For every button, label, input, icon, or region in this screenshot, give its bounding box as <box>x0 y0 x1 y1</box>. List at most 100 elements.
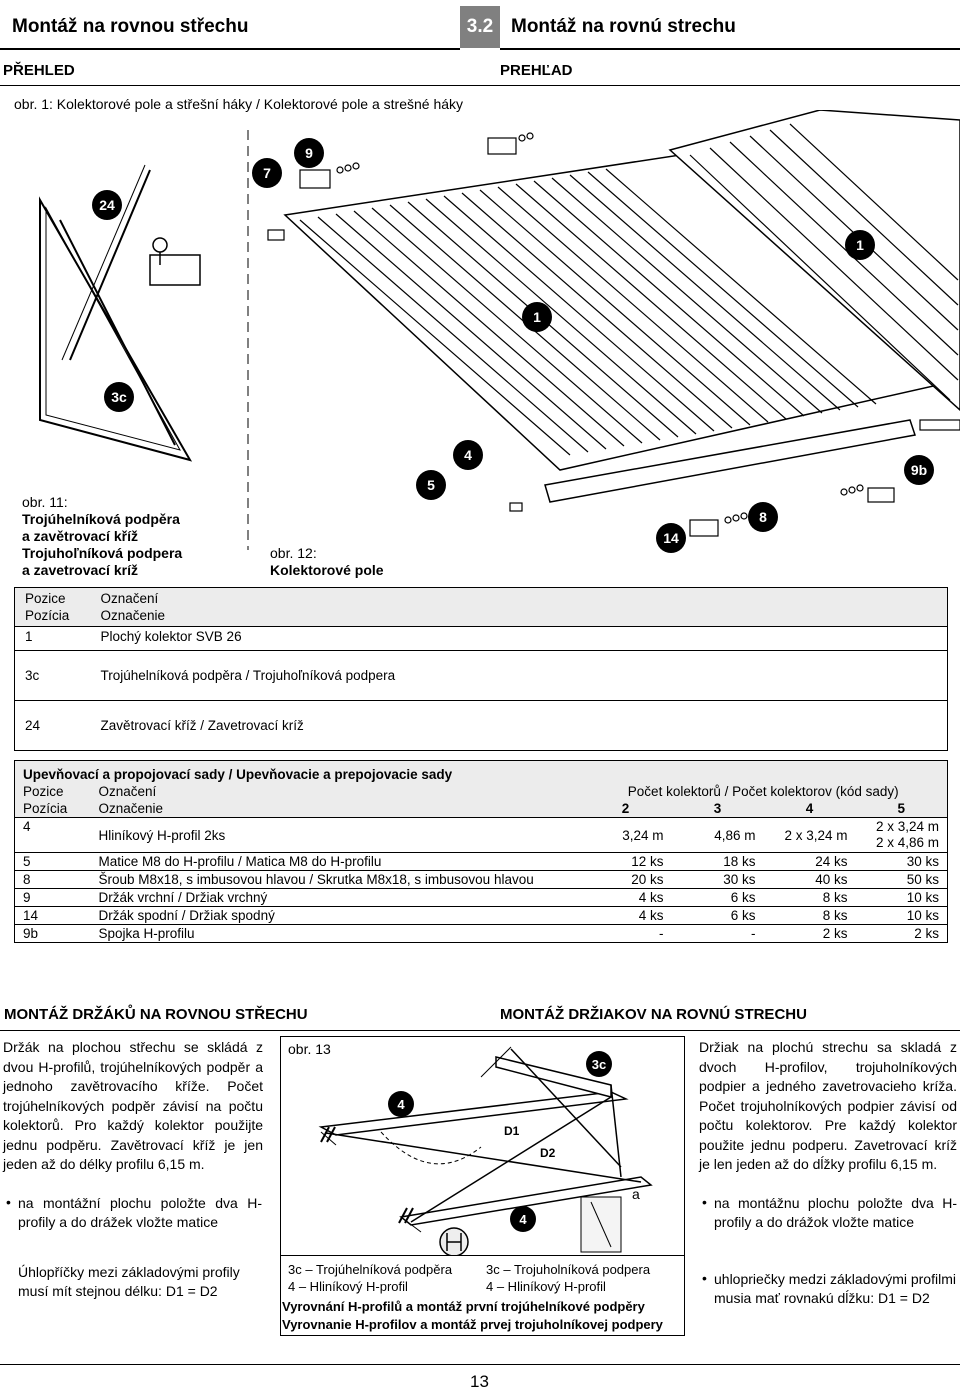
t2-cell: - <box>751 926 756 941</box>
section2-note-cz: Úhlopříčky mezi základovými profily musí… <box>18 1264 240 1299</box>
callout-24: 24 <box>92 190 122 220</box>
t2-pos: 8 <box>23 872 31 887</box>
overview-rule <box>0 85 960 86</box>
table-row: 1 Plochý kolektor SVB 26 <box>14 627 948 651</box>
header-rule-left <box>0 48 460 50</box>
t2-head-oz-cz: Označení <box>98 784 157 799</box>
callout-5: 5 <box>416 470 446 500</box>
header-rule-right <box>500 48 960 50</box>
t2-name: Matice M8 do H-profilu / Matica M8 do H-… <box>98 854 382 869</box>
t2-cell: 4 ks <box>638 890 664 905</box>
t2-pos: 9 <box>23 890 31 905</box>
fig13-caption-sk: Vyrovnanie H-profilov a montáž prvej tro… <box>282 1317 663 1332</box>
fig11-line5: a zavetrovací kríž <box>22 562 138 578</box>
t2-pos: 9b <box>23 926 39 941</box>
legend-cz-2: 4 – Hliníkový H-profil <box>288 1279 408 1294</box>
t2-col-5: 5 <box>897 801 905 816</box>
t2-cell: 30 ks <box>906 854 939 869</box>
t2-head-count: Počet kolektorů / Počet kolektorov (kód … <box>627 784 899 799</box>
table-row: 8 Šroub M8x18, s imbusovou hlavou / Skru… <box>14 871 948 889</box>
t1-head-pos-cz: Pozice <box>25 591 66 606</box>
table-row: 9 Držák vrchní / Držiak vrchný 4 ks 6 ks… <box>14 889 948 907</box>
t1-head-oz-cz: Označení <box>100 591 159 606</box>
section2-bullet2-sk: uhlopriečky medzi základovými profilmi m… <box>714 1271 956 1306</box>
fig11-line4: Trojuhoľníková podpera <box>22 545 183 561</box>
figure-13-frame <box>280 1036 685 1256</box>
t2-cell: 4,86 m <box>714 827 756 843</box>
callout-9: 9 <box>294 138 324 168</box>
table-row: 24 Zavětrovací kříž / Zavetrovací kríž <box>15 701 948 751</box>
legend-sk-1: 3c – Trojuholníková podpera <box>486 1262 651 1277</box>
callout-1-center: 1 <box>522 302 552 332</box>
legend-cz: 3c – Trojúhelníková podpěra 4 – Hliníkov… <box>288 1261 452 1295</box>
t2-name: Držák spodní / Držiak spodný <box>98 908 275 923</box>
fig11-line1: obr. 11: <box>22 494 68 510</box>
t2-pos: 14 <box>23 908 39 923</box>
triangle-support-drawing <box>39 164 193 462</box>
t1-head-oz: Označení Označenie <box>91 588 948 627</box>
t2-name: Spojka H-profilu <box>98 926 195 941</box>
callout-1-right: 1 <box>845 230 875 260</box>
fig13-angle-a: a <box>632 1186 640 1202</box>
figure-11-caption: obr. 11: Trojúhelníková podpěra a zavětr… <box>22 494 182 579</box>
fig13-caption-cz: Vyrovnání H-profilů a montáž první trojú… <box>282 1299 645 1314</box>
t2-cell: 50 ks <box>906 872 939 887</box>
fig13-d1: D1 <box>504 1124 520 1138</box>
page-title-cz: Montáž na rovnou střechu <box>12 16 249 37</box>
t2-cell: 2 x 3,24 m <box>875 819 939 834</box>
t1-head-pos-sk: Pozícia <box>25 608 70 623</box>
fig13-callout-4-bottom: 4 <box>510 1206 536 1232</box>
t2-cell: 24 ks <box>815 854 848 869</box>
t1-head-oz-sk: Označenie <box>100 608 166 623</box>
t1-head-pos: Pozice Pozícia <box>15 588 91 627</box>
t2-pos: 4 <box>23 819 31 834</box>
fig12-line2: Kolektorové pole <box>270 562 384 578</box>
t2-cell: 18 ks <box>723 854 756 869</box>
table-row: 4 Hliníkový H-profil 2ks 3,24 m 4,86 m 2… <box>14 818 948 853</box>
t2-cell: 4 ks <box>638 908 664 923</box>
figure-13-legend-frame <box>280 1256 685 1336</box>
t2-name: Držák vrchní / Držiak vrchný <box>98 890 268 905</box>
section2-bullet-cz: na montážní plochu položte dva H-profily… <box>18 1195 262 1230</box>
parts-table: Pozice Pozícia Označení Označenie 1 Ploc… <box>14 587 948 751</box>
fig11-line2: Trojúhelníková podpěra <box>22 511 180 527</box>
detail-inset <box>580 1196 622 1253</box>
t2-cell: 12 ks <box>631 854 664 869</box>
section2-title-sk: MONTÁŽ DRŽIAKOV NA ROVNÚ STRECHU <box>500 1006 807 1023</box>
t2-col-4: 4 <box>805 801 814 816</box>
fig13-caption: Vyrovnání H-profilů a montáž první trojú… <box>282 1298 663 1334</box>
page-title-sk: Montáž na rovnú strechu <box>511 16 736 37</box>
figure-13-label: obr. 13 <box>288 1041 331 1057</box>
figure-13-drawing <box>318 1046 653 1255</box>
collector-right <box>668 110 960 412</box>
fig12-line1: obr. 12: <box>270 545 317 561</box>
fig11-line3: a zavětrovací kříž <box>22 528 138 544</box>
table-row: 9b Spojka H-profilu - - 2 ks 2 ks <box>15 925 948 943</box>
section-number: 3.2 <box>460 6 500 48</box>
h-profile-icon <box>439 1227 469 1255</box>
t1-name: Trojúhelníková podpěra / Trojuhoľníková … <box>100 668 396 683</box>
figure-12-caption: obr. 12: Kolektorové pole <box>270 545 384 579</box>
t2-cell-multi: 2 x 3,24 m 2 x 4,86 m <box>856 818 948 853</box>
t2-cell: 3,24 m <box>622 827 664 843</box>
t1-pos: 1 <box>25 629 33 644</box>
t2-cell: 2 x 4,86 m <box>875 835 939 850</box>
section2-rule <box>0 1030 960 1031</box>
t2-cell: 2 ks <box>914 926 939 941</box>
fastening-kit-table: Upevňovací a propojovací sady / Upevňova… <box>14 760 948 943</box>
t1-name: Plochý kolektor SVB 26 <box>100 629 242 644</box>
section2-bullet1-sk: na montážnu plochu položte dva H-profily… <box>714 1195 957 1230</box>
legend-sk: 3c – Trojuholníková podpera 4 – Hliníkov… <box>486 1261 650 1295</box>
t2-cell: 2 x 3,24 m <box>784 827 848 843</box>
legend-sk-2: 4 – Hliníkový H-profil <box>486 1279 606 1294</box>
t2-cell: 6 ks <box>730 890 756 905</box>
t2-cell: 30 ks <box>723 872 756 887</box>
fig13-d2: D2 <box>540 1146 556 1160</box>
t2-cell: 6 ks <box>730 908 756 923</box>
bullet-dot: • <box>6 1194 11 1210</box>
fig13-callout-3c: 3c <box>586 1051 612 1077</box>
t2-name: Šroub M8x18, s imbusovou hlavou / Skrutk… <box>98 872 534 887</box>
t2-cell: 40 ks <box>815 872 848 887</box>
t2-cell: 8 ks <box>822 908 848 923</box>
bullet-dot: • <box>702 1270 707 1286</box>
